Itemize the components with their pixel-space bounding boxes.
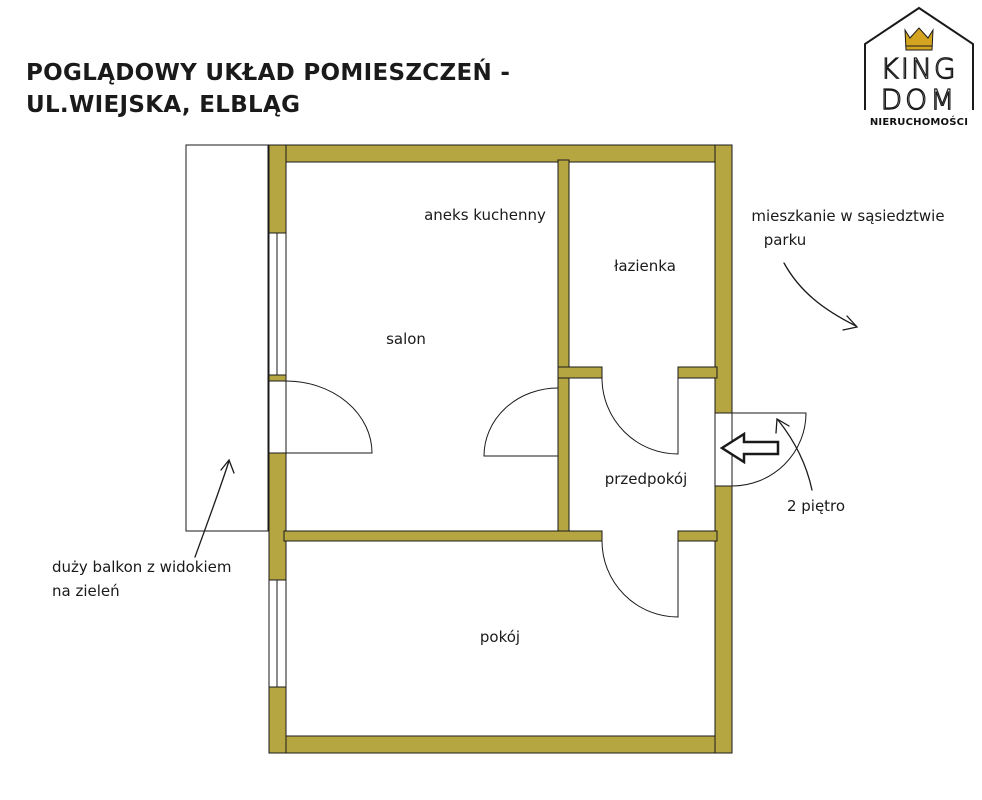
wall-outer-left-4 bbox=[268, 686, 287, 754]
door-swing-room bbox=[601, 540, 679, 618]
page-title: POGLĄDOWY UKŁAD POMIESZCZEŃ - UL.WIEJSKA… bbox=[26, 57, 510, 121]
room-label-bathroom: łazienka bbox=[614, 257, 676, 275]
title-line-2: UL.WIEJSKA, ELBLĄG bbox=[26, 92, 301, 118]
arrow-floor-icon bbox=[775, 417, 813, 491]
note-park-line-1: mieszkanie w sąsiedztwie bbox=[751, 207, 944, 225]
balcony-outline bbox=[185, 144, 269, 532]
door-swing-salon bbox=[483, 387, 559, 457]
room-label-room: pokój bbox=[480, 628, 520, 646]
wall-bathroom-hall-right bbox=[677, 366, 718, 379]
arrow-balcony-icon bbox=[194, 458, 235, 558]
note-floor: 2 piętro bbox=[787, 497, 845, 515]
wall-room-divider-left bbox=[283, 530, 603, 542]
title-line-1: POGLĄDOWY UKŁAD POMIESZCZEŃ - bbox=[26, 60, 511, 86]
wall-outer-bottom bbox=[268, 735, 733, 754]
door-swing-bathroom bbox=[601, 377, 679, 455]
wall-outer-left-1 bbox=[268, 144, 287, 234]
wall-outer-left-3 bbox=[268, 452, 287, 581]
logo-house-outline bbox=[864, 6, 974, 110]
logo-word-dom: DOM bbox=[881, 83, 958, 116]
balcony-door-frame bbox=[268, 380, 287, 454]
note-balcony-line-2: na zieleń bbox=[52, 582, 120, 600]
annotation-arrows bbox=[194, 262, 859, 558]
logo-word-king: KING bbox=[880, 52, 957, 85]
arrow-park-icon bbox=[783, 262, 859, 331]
crown-house-icon bbox=[904, 27, 934, 51]
logo-subtitle: NIERUCHOMOŚCI bbox=[869, 117, 969, 128]
wall-salon-bathroom bbox=[557, 159, 570, 533]
wall-outer-top bbox=[268, 144, 733, 163]
wall-outer-right-lower bbox=[714, 485, 733, 754]
walls bbox=[268, 144, 733, 754]
door-swing-balcony bbox=[285, 380, 373, 454]
door-swing-entrance bbox=[731, 412, 807, 487]
wall-bathroom-hall-left bbox=[557, 366, 603, 379]
kingdom-logo: KING DOM bbox=[864, 6, 974, 117]
note-park-line-2: parku bbox=[764, 231, 807, 249]
room-label-kitchen: aneks kuchenny bbox=[424, 206, 546, 224]
note-balcony-line-1: duży balkon z widokiem bbox=[52, 558, 232, 576]
windows bbox=[268, 232, 287, 688]
entrance-arrow-icon bbox=[719, 431, 780, 465]
wall-outer-right-upper bbox=[714, 144, 733, 414]
wall-outer-left-2 bbox=[268, 374, 287, 382]
wall-room-divider-right bbox=[677, 530, 718, 542]
room-label-living: salon bbox=[386, 330, 426, 348]
room-label-hall: przedpokój bbox=[605, 470, 688, 488]
